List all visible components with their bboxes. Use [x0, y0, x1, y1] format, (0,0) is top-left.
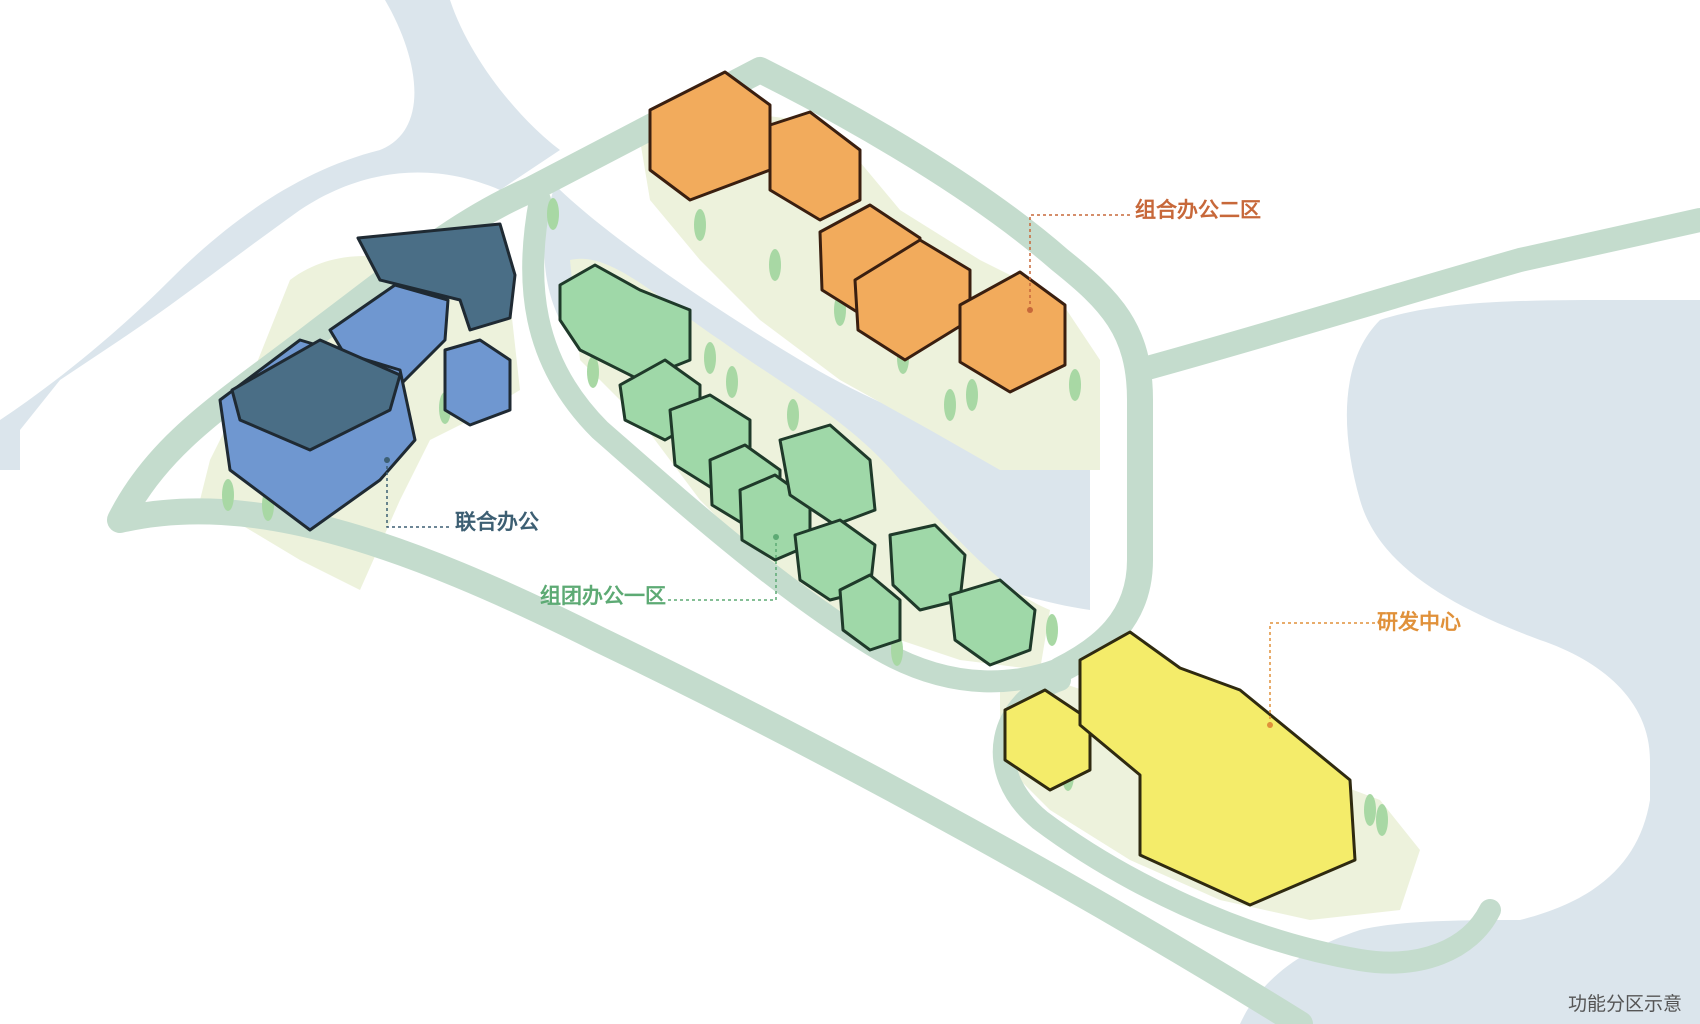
leader-dot: [1267, 722, 1273, 728]
building-group-rnd-center: [1003, 630, 1357, 907]
diagram-caption: 功能分区示意: [1567, 993, 1682, 1015]
water-area-east: [1240, 300, 1700, 1024]
leader-lines: [386, 214, 1375, 725]
building-mass: [838, 573, 902, 652]
water-area-northwest: [0, 0, 560, 470]
zone-label-cluster-office: 组团办公一区: [540, 584, 666, 608]
building-mass: [768, 110, 862, 222]
tree-icon: [704, 342, 716, 374]
building-roof: [230, 338, 402, 452]
building-mass: [356, 222, 517, 332]
tree-icon: [547, 198, 559, 230]
roads: [107, 57, 1700, 1024]
building-mass: [958, 270, 1067, 394]
zone-label-rnd-center: 研发中心: [1377, 610, 1461, 634]
road-inner-loop: [522, 189, 1091, 693]
road-outer-west: [107, 57, 1313, 1024]
leader-line-joint-office: [386, 460, 452, 528]
tree-icon: [1069, 369, 1081, 401]
building-group-cluster-office: [558, 263, 1037, 667]
building-group-joint-office: [218, 222, 517, 532]
building-mass: [948, 578, 1037, 667]
zone-label-combined-office: 组合办公二区: [1135, 198, 1261, 222]
zone-label-joint-office: 联合办公: [455, 510, 539, 534]
leader-line-rnd-center: [1269, 622, 1375, 725]
tree-icon: [769, 249, 781, 281]
building-mass: [1003, 688, 1092, 792]
building-mass: [443, 338, 512, 427]
tree-icon: [587, 356, 599, 388]
tree-icon: [694, 209, 706, 241]
leader-dots: [384, 307, 1273, 728]
leader-line-cluster-office: [668, 537, 777, 601]
leader-dot: [773, 534, 779, 540]
tree-icon: [944, 389, 956, 421]
building-mass: [778, 423, 877, 527]
tree-icon: [222, 479, 234, 511]
tree-icon: [1376, 804, 1388, 836]
water-area-channel: [544, 185, 1090, 610]
road-east: [1128, 208, 1700, 382]
building-mass: [1078, 630, 1357, 907]
building-group-combined-office: [648, 70, 1067, 394]
tree-icon: [1046, 614, 1058, 646]
tree-icon: [1364, 794, 1376, 826]
leader-dot: [1027, 307, 1033, 313]
tree-icon: [966, 379, 978, 411]
tree-icon: [726, 366, 738, 398]
water-area-northeast: [1150, 0, 1700, 289]
leader-line-combined-office: [1029, 214, 1130, 310]
building-mass: [558, 263, 692, 382]
tree-icon: [787, 399, 799, 431]
leader-dot: [384, 457, 390, 463]
